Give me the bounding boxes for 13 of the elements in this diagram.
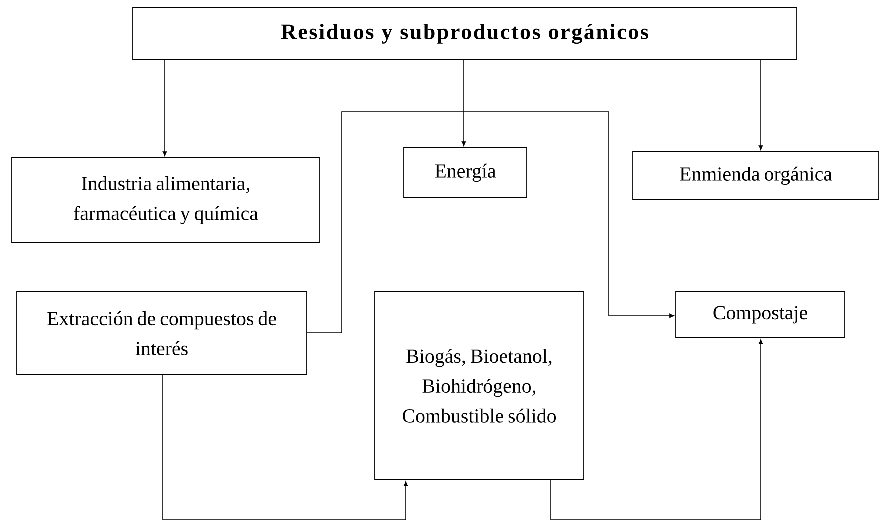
- process-box: Energía: [404, 148, 528, 198]
- process-box: Compostaje: [676, 292, 846, 338]
- title-box: Residuos y subproductos orgánicos: [132, 8, 798, 60]
- arrow: [758, 60, 764, 150]
- arrow: [550, 340, 764, 520]
- process-box: Industria alimentaria, farmacéutica y química: [12, 158, 320, 244]
- process-box: Extracción de compuestos de interés: [16, 292, 308, 376]
- process-box: Enmienda orgánica: [632, 152, 880, 200]
- arrow: [162, 60, 168, 156]
- arrow: [462, 60, 466, 146]
- process-box: Biogás, Bioetanol, Biohidrógeno, Combustible sólido: [374, 292, 584, 480]
- arrow: [162, 375, 408, 520]
- arrow: [307, 112, 674, 334]
